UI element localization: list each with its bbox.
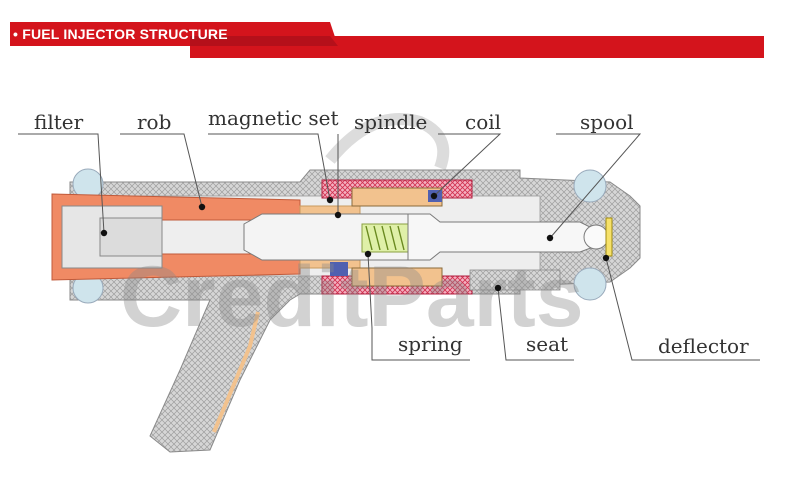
banner-shape: [10, 22, 764, 58]
banner-title-text: FUEL INJECTOR STRUCTURE: [22, 26, 228, 42]
watermark-text: CreditParts: [120, 249, 584, 345]
connector-pin: [212, 311, 260, 433]
leader-lines: [18, 133, 760, 361]
seal-top-right: [573, 169, 607, 203]
seal-bottom-right: [573, 267, 607, 301]
seat-part: [469, 269, 561, 291]
deflector-part: [605, 217, 613, 257]
bullet-glyph: •: [13, 26, 19, 42]
label-rob: rob: [137, 110, 172, 134]
filter-element: [99, 217, 163, 257]
label-deflector: deflector: [658, 334, 749, 358]
label-spring: spring: [398, 332, 463, 356]
label-coil: coil: [465, 110, 502, 134]
coil-bottom: [351, 267, 443, 287]
label-magnetic-set: magnetic set: [208, 106, 339, 130]
spring-coils: [365, 225, 405, 251]
watermark-logo: [325, 113, 450, 171]
label-seat: seat: [526, 332, 569, 356]
label-spindle: spindle: [354, 110, 428, 134]
header-banner: • FUEL INJECTOR STRUCTURE: [0, 0, 792, 60]
coil-winding-bottom: [330, 262, 348, 276]
banner-title: • FUEL INJECTOR STRUCTURE: [13, 22, 228, 46]
label-filter: filter: [34, 110, 84, 134]
label-spool: spool: [580, 110, 634, 134]
marker-dots: [100, 192, 610, 292]
spool-ball: [583, 224, 609, 250]
